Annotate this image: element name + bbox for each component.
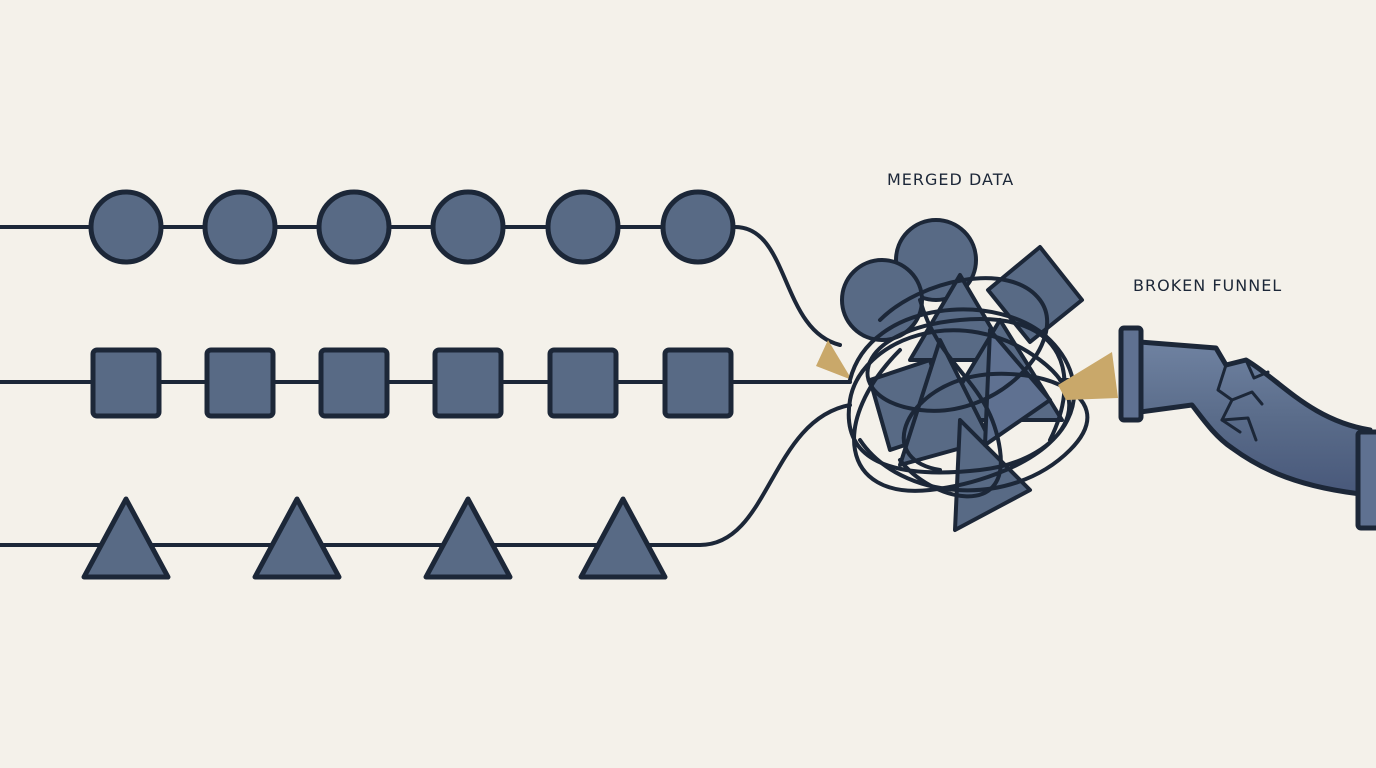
merged-data-label: MERGED DATA: [887, 170, 1015, 189]
triangle-node: [578, 496, 668, 580]
pipe-flange-left: [1118, 325, 1144, 423]
circle-node: [545, 189, 621, 265]
circle-node: [202, 189, 278, 265]
pipe-flange-right: [1355, 429, 1376, 531]
broken-funnel: [1118, 325, 1376, 531]
circle-node: [660, 189, 736, 265]
square-node: [662, 347, 734, 419]
pipe-body: [1137, 339, 1373, 498]
merged-triangle: [983, 328, 1052, 447]
square-node: [547, 347, 619, 419]
square-stream: [90, 347, 734, 419]
circle-node: [430, 189, 506, 265]
circle-node: [88, 189, 164, 265]
broken-funnel-label: BROKEN FUNNEL: [1133, 276, 1283, 295]
pipe-cracks: [1216, 358, 1270, 442]
leak-shard-left: [816, 340, 852, 380]
square-node: [318, 347, 390, 419]
circle-stream: [88, 189, 736, 265]
leak-shard-right: [1058, 352, 1118, 400]
square-node: [90, 347, 162, 419]
square-node: [432, 347, 504, 419]
triangle-node: [81, 496, 171, 580]
triangle-stream: [81, 496, 668, 580]
circle-stream-line: [0, 225, 842, 347]
circle-node: [316, 189, 392, 265]
triangle-stream-line: [0, 403, 852, 547]
square-node: [204, 347, 276, 419]
triangle-node: [252, 496, 342, 580]
triangle-node: [423, 496, 513, 580]
